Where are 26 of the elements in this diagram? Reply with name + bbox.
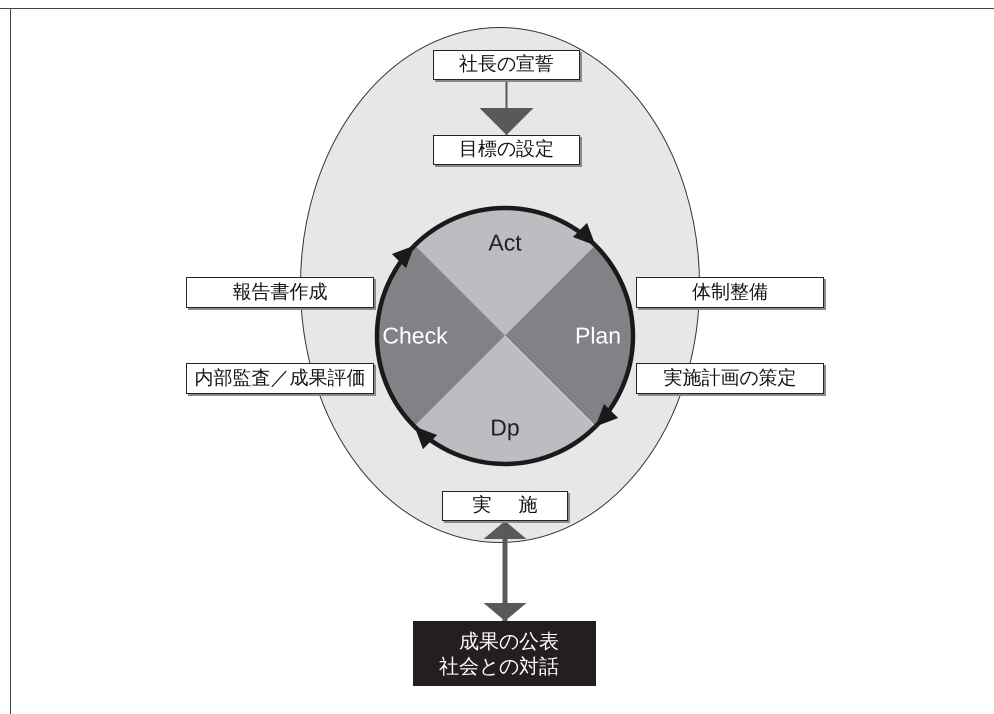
arrow — [413, 206, 597, 248]
label-box — [186, 277, 374, 308]
label-box — [433, 50, 580, 80]
box-label: 社長の宣誓 — [459, 53, 554, 77]
label-box — [433, 135, 580, 165]
phase-label: Act — [488, 230, 522, 256]
label-box — [442, 491, 568, 521]
phase-label: Check — [382, 322, 448, 350]
arrow — [484, 521, 526, 621]
box-label: 報告書作成 — [232, 280, 328, 304]
arrow — [480, 80, 534, 135]
box-label: 内部監査／成果評価 — [194, 366, 366, 390]
box-label: 実 施 — [472, 494, 538, 518]
box-label: 体制整備 — [692, 280, 768, 304]
dark-label-box — [413, 621, 596, 686]
phase-label: Plan — [574, 322, 622, 350]
label-box — [186, 363, 374, 394]
box-label: 実施計画の策定 — [664, 366, 796, 390]
box-label: 成果の公表社会との対話 — [439, 628, 560, 678]
label-box — [636, 363, 824, 394]
label-box — [636, 277, 824, 308]
arrow — [374, 244, 416, 428]
arrow — [594, 244, 636, 428]
box-label: 目標の設定 — [459, 138, 554, 162]
arrow — [413, 424, 597, 466]
phase-label: Dp — [490, 414, 520, 442]
